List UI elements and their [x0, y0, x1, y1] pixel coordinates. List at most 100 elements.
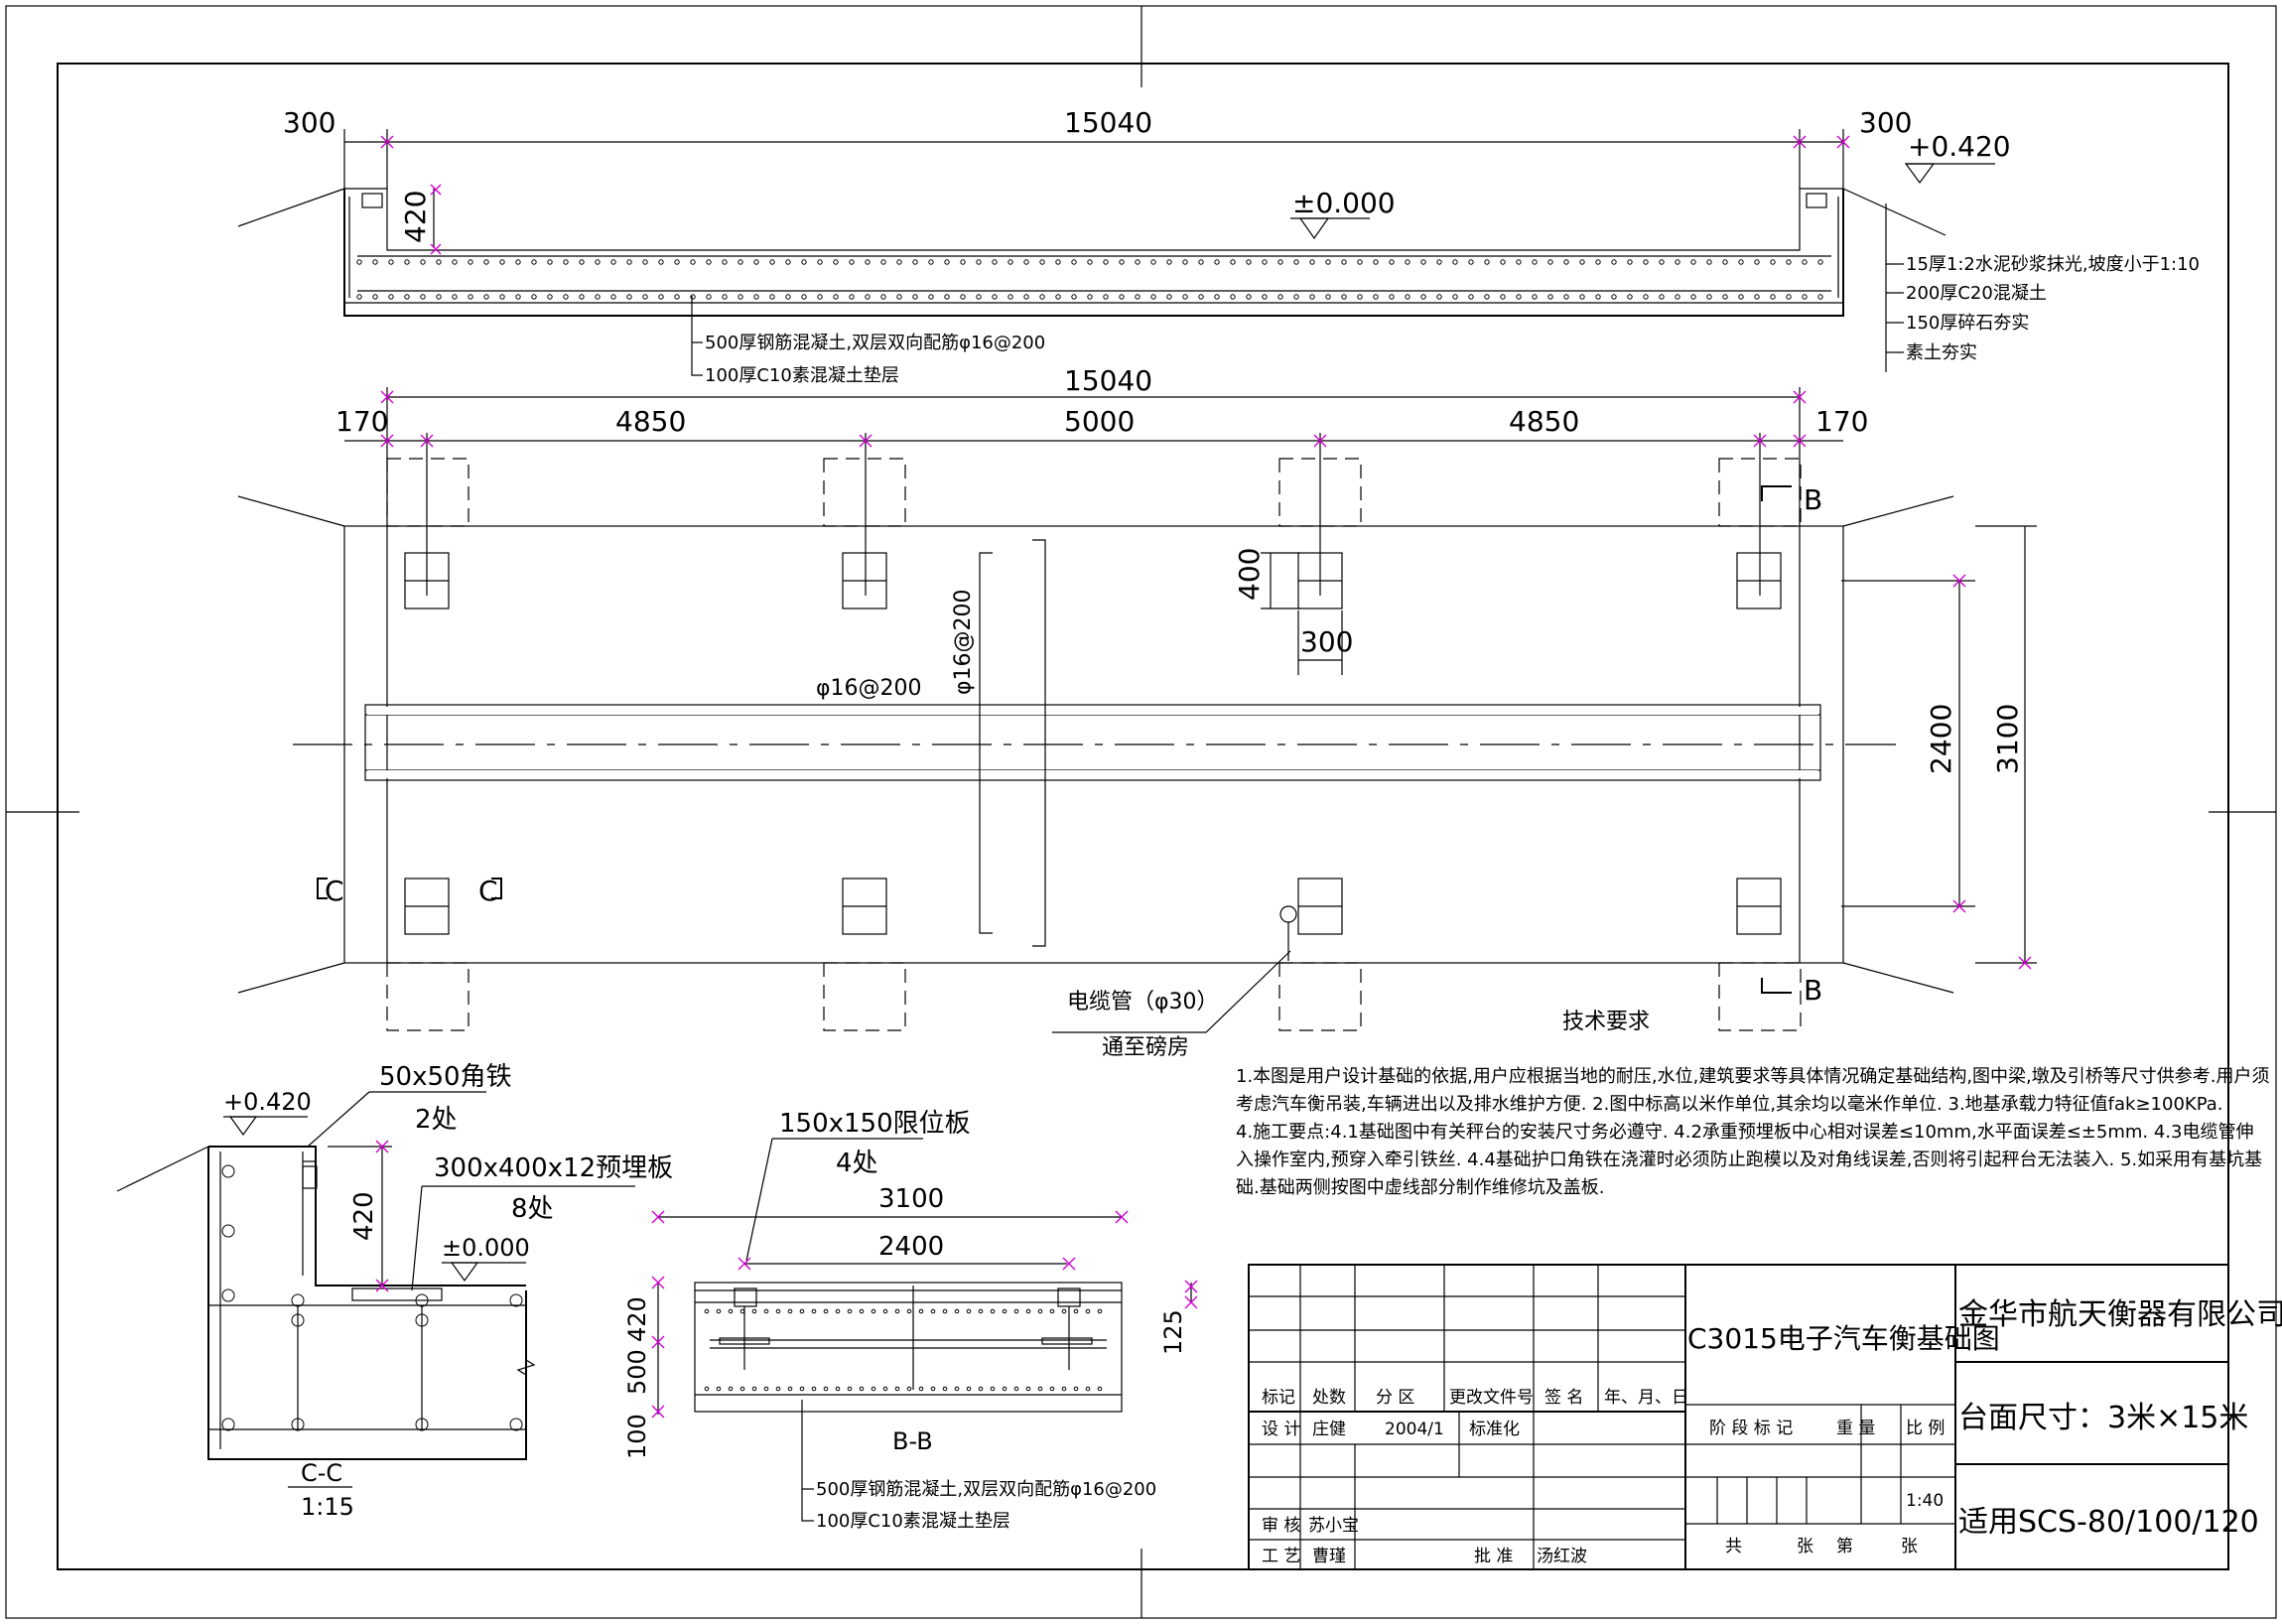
rebar-dot	[404, 259, 410, 265]
rebar-dot	[1135, 259, 1141, 265]
rebar-dot	[1087, 294, 1093, 300]
rebar-dot	[817, 294, 823, 300]
rebar-dot	[880, 294, 886, 300]
rebar-dot	[690, 294, 696, 300]
rebar-dot	[1754, 294, 1760, 300]
rebar-dot	[738, 259, 743, 265]
rebar-dot	[849, 259, 855, 265]
bb-dim-500: 500	[623, 1349, 651, 1395]
rebar-dot	[728, 1308, 734, 1314]
rebar-dot	[833, 259, 839, 265]
rebar-dot	[1547, 259, 1553, 265]
rebar-dot	[452, 294, 458, 300]
rebar-dot	[847, 1386, 853, 1392]
rebar-dot	[388, 259, 394, 265]
rebar-dot	[1595, 259, 1601, 265]
tb-process-label: 工 艺	[1262, 1547, 1300, 1566]
rebar-dot	[835, 1386, 841, 1392]
bb-title: B-B	[892, 1427, 933, 1455]
rebar-dot	[1037, 1386, 1043, 1392]
rebar-dot	[817, 259, 823, 265]
rebar-dot	[531, 294, 537, 300]
tb-col-zone: 分 区	[1376, 1388, 1414, 1408]
rebar-dot	[1722, 259, 1728, 265]
plan-dim-4850-left: 4850	[615, 405, 686, 438]
rebar-dot	[801, 294, 807, 300]
rebar-dot	[906, 1386, 912, 1392]
rebar-dot	[452, 259, 458, 265]
rebar-dot	[1659, 294, 1665, 300]
rebar-dot	[356, 259, 362, 265]
bb-dim-2400: 2400	[878, 1232, 944, 1262]
rebar-dot	[415, 1418, 429, 1431]
rebar-dot	[704, 1386, 710, 1392]
tb-scale: 1:40	[1906, 1491, 1944, 1511]
rebar-dot	[1166, 294, 1172, 300]
rebar-dot	[1643, 259, 1649, 265]
rebar-dot	[291, 1313, 305, 1327]
layer-3: 150厚碎石夯实	[1906, 313, 2029, 334]
rebar-dot	[1230, 294, 1236, 300]
rebar-dot	[1103, 294, 1109, 300]
rebar-dot	[1389, 294, 1395, 300]
cc-plate-label: 300x400x12预埋板	[434, 1153, 673, 1183]
rebar-dot	[882, 1386, 888, 1392]
rebar-dot	[954, 1386, 960, 1392]
rebar-dot	[674, 259, 680, 265]
rebar-dot	[415, 1313, 429, 1327]
rebar-dot	[942, 1308, 948, 1314]
rebar-dot	[420, 294, 426, 300]
rebar-dot	[882, 1308, 888, 1314]
rebar-dot	[753, 294, 759, 300]
rebar-dot	[1071, 294, 1077, 300]
rebar-dot	[221, 1288, 235, 1302]
cc-plate-count: 8处	[511, 1194, 554, 1224]
rebar-dot	[579, 259, 585, 265]
rebar-dot	[896, 294, 902, 300]
rebar-dot	[944, 294, 950, 300]
rebar-dot	[1013, 1386, 1019, 1392]
rebar-dot	[706, 259, 712, 265]
rebar-dot	[221, 1418, 235, 1431]
rebar-dot	[992, 259, 998, 265]
rebar-dot	[1786, 259, 1792, 265]
rebar-dot	[799, 1308, 805, 1314]
bb-stop-label: 150x150限位板	[779, 1109, 971, 1139]
rebar-dot	[1690, 294, 1696, 300]
rebar-dot	[811, 1308, 817, 1314]
outer-frame	[5, 5, 2277, 1619]
rebar-dot	[1722, 294, 1728, 300]
rebar-dot	[1436, 259, 1442, 265]
top-base-note: 100厚C10素混凝土垫层	[705, 365, 899, 386]
rebar-dot	[221, 1164, 235, 1178]
rebar-dot	[1389, 259, 1395, 265]
longitudinal-section: 300 15040 300 +0.420 420 ±0.000	[237, 106, 2200, 386]
rebar-dot	[1817, 294, 1823, 300]
rebar-dot	[1357, 294, 1363, 300]
rebar-dot	[1452, 294, 1458, 300]
rebar-dot	[610, 294, 616, 300]
cable-destination: 通至磅房	[1102, 1035, 1189, 1060]
rebar-dot	[372, 294, 378, 300]
rebar-dot	[1484, 259, 1490, 265]
rebar-dot	[1405, 259, 1410, 265]
rebar-dot	[739, 1386, 745, 1392]
rebar-dot	[658, 294, 664, 300]
tb-sheets-label-2: 张	[1901, 1537, 1918, 1556]
rebar-dot	[775, 1386, 781, 1392]
note-line-2: 考虑汽车衡吊装,车辆进出以及排水维护方便. 2.图中标高以米作单位,其余均以毫米…	[1236, 1094, 2223, 1115]
rebar-dot	[1277, 259, 1283, 265]
rebar-dot	[1420, 294, 1426, 300]
rebar-dot	[642, 294, 648, 300]
rebar-dot	[751, 1308, 757, 1314]
rebar-dot	[1049, 1308, 1055, 1314]
technical-notes: 1.本图是用户设计基础的依据,用户应根据当地的耐压,水位,建筑要求等具体情况确定…	[1236, 1066, 2270, 1198]
rebar-dot	[468, 259, 473, 265]
cc-title: C-C	[301, 1459, 342, 1487]
rebar-dot	[658, 259, 664, 265]
rebar-dot	[1325, 294, 1331, 300]
section-c-left: C	[325, 875, 344, 907]
rebar-dot	[849, 294, 855, 300]
bb-base-note: 100厚C10素混凝土垫层	[816, 1511, 1010, 1532]
